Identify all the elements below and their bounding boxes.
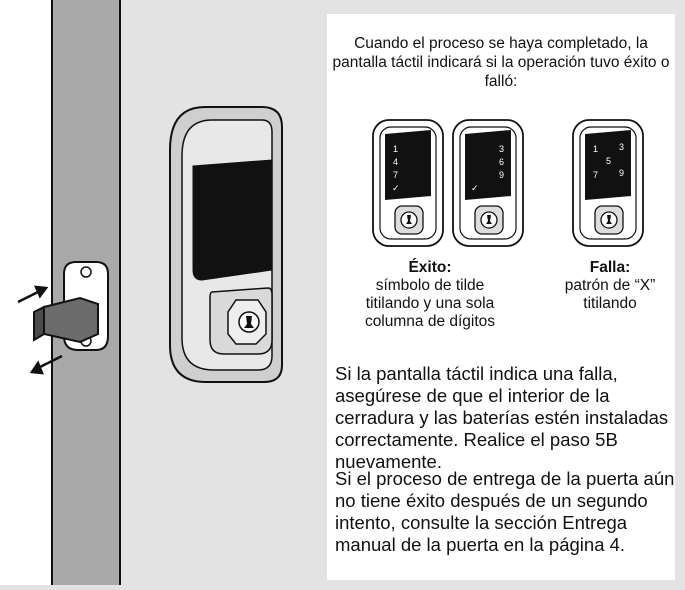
digit-9: 9 xyxy=(499,170,504,180)
failure-instructions: Si la pantalla táctil indica una falla, … xyxy=(335,363,669,472)
digit-4: 4 xyxy=(393,157,398,167)
bolt-direction-arrows xyxy=(17,285,63,375)
deadbolt xyxy=(33,296,99,344)
digit-5: 5 xyxy=(606,156,611,166)
keypad-success-right: 3 6 9 ✓ xyxy=(452,119,524,247)
success-title: Éxito: xyxy=(408,259,452,276)
failure-text: patrón de “X” titilando xyxy=(564,277,656,312)
digit-9: 9 xyxy=(619,168,624,178)
instruction-panel: Cuando el proceso se haya completado, la… xyxy=(327,14,675,580)
digit-1: 1 xyxy=(393,144,398,154)
check-mark: ✓ xyxy=(392,184,400,194)
success-text: símbolo de tilde titilando y una sola co… xyxy=(364,277,496,330)
failure-title: Falla: xyxy=(589,259,631,276)
digit-1: 1 xyxy=(593,144,598,154)
manual-handing-reference: Si el proceso de entrega de la puerta aú… xyxy=(335,468,675,555)
door-edge-light xyxy=(0,0,52,585)
digit-3: 3 xyxy=(499,144,504,154)
digit-6: 6 xyxy=(499,157,504,167)
large-keypad-lock xyxy=(169,106,283,383)
digit-7: 7 xyxy=(593,170,598,180)
keypad-success-left: 1 4 7 ✓ xyxy=(372,119,444,247)
keypad-failure-x: 1 3 5 7 9 xyxy=(572,119,644,247)
digit-7: 7 xyxy=(393,170,398,180)
failure-caption: Falla: patrón de “X” titilando xyxy=(555,259,665,313)
success-caption: Éxito: símbolo de tilde titilando y una … xyxy=(355,259,505,331)
keypad-examples: 1 4 7 ✓ 3 6 9 ✓ 1 3 5 xyxy=(372,119,644,247)
digit-3: 3 xyxy=(619,142,624,152)
intro-text: Cuando el proceso se haya completado, la… xyxy=(332,35,670,90)
check-mark: ✓ xyxy=(471,184,479,194)
